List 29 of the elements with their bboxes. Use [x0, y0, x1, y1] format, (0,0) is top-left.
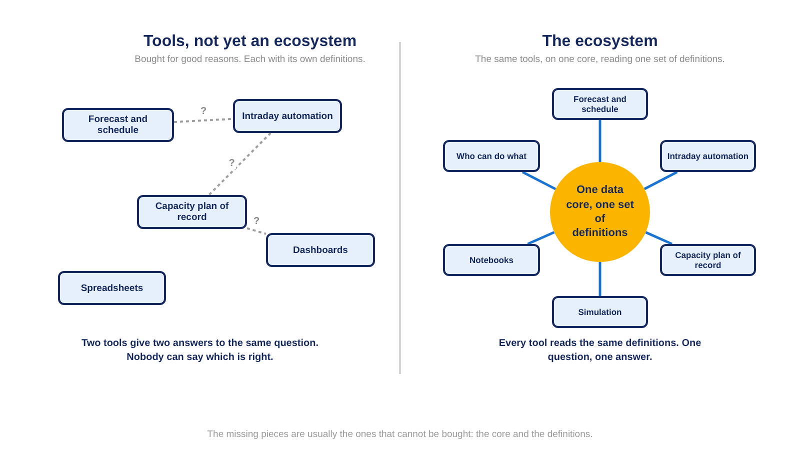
- tool-box: Who can do what: [443, 140, 540, 172]
- tool-box: Forecast and schedule: [552, 88, 648, 120]
- connector-line: [645, 231, 672, 246]
- tool-box: Dashboards: [266, 233, 375, 267]
- section-heading: The ecosystem: [541, 33, 659, 51]
- summary-text: Every tool reads the same definitions. One question, one answer.: [498, 337, 702, 364]
- edge-label: ?: [228, 159, 236, 169]
- tool-box: Notebooks: [443, 244, 540, 276]
- connector-line: [598, 120, 602, 162]
- tool-box: Capacity plan of record: [660, 244, 756, 276]
- tool-box: Spreadsheets: [58, 271, 166, 305]
- tool-box: Capacity plan of record: [137, 195, 247, 229]
- tool-box: Forecast and schedule: [62, 108, 174, 142]
- dashed-connector: [246, 227, 266, 235]
- section-subtitle: The same tools, on one core, reading one set of definitions.: [475, 54, 725, 65]
- core-circle: One data core, one set of definitions: [550, 162, 650, 262]
- dashed-connector: [174, 118, 234, 124]
- connector-line: [527, 231, 555, 246]
- tool-box: Simulation: [552, 296, 648, 328]
- summary-text: Two tools give two answers to the same question. Nobody can say which is right.: [80, 337, 320, 364]
- connector-line: [598, 262, 602, 296]
- section-subtitle: Bought for good reasons. Each with its own definitions.: [134, 54, 366, 65]
- connector-line: [522, 170, 556, 190]
- connector-line: [644, 170, 678, 190]
- tool-box: Intraday automation: [233, 99, 342, 133]
- caption: The missing pieces are usually the ones that cannot be bought: the core and the definitions.: [206, 429, 594, 440]
- tool-box: Intraday automation: [660, 140, 756, 172]
- section-heading: Tools, not yet an ecosystem: [142, 33, 358, 51]
- dashed-connector: [208, 132, 272, 196]
